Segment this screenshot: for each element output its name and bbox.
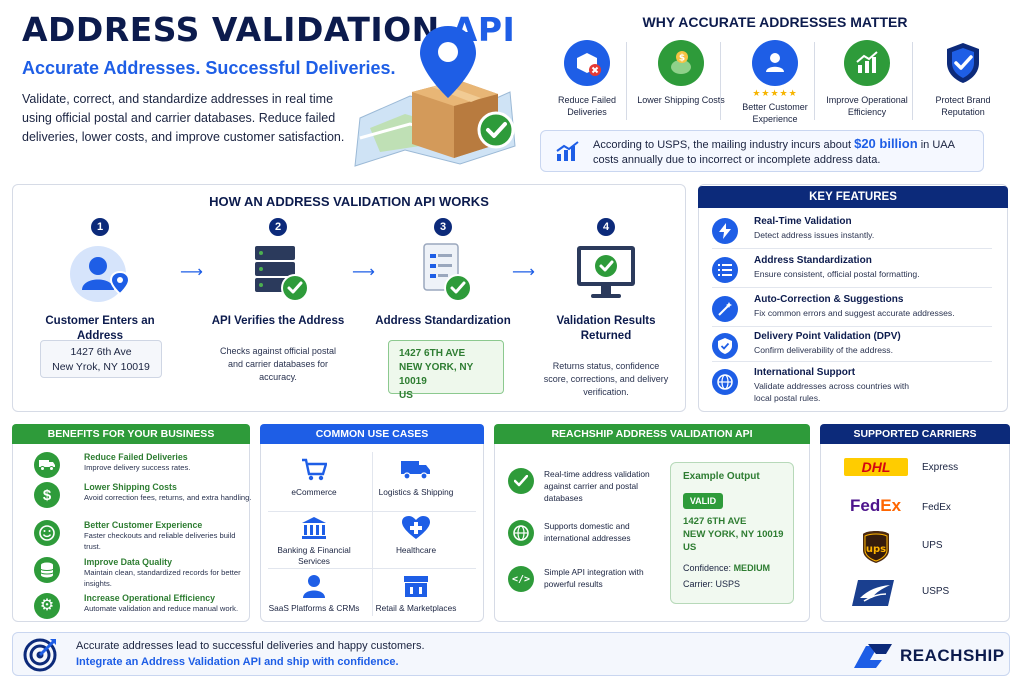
step-4: 4 Validation Results Returned Returns st… [538, 218, 674, 399]
why-item-brand-reputation: Protect Brand Reputation [916, 40, 1010, 118]
truck-icon [399, 456, 433, 484]
usps-stat-callout: According to USPS, the mailing industry … [540, 130, 984, 172]
arrow-right-icon: ⟶ [512, 264, 535, 281]
customer-location-icon [65, 242, 135, 306]
globe-icon [508, 520, 534, 546]
why-item-reduce-failed: Reduce Failed Deliveries [540, 40, 634, 118]
growth-chart-icon [844, 40, 890, 86]
use-case-saas: SaaS Platforms & CRMs [264, 572, 364, 614]
carrier-usps: USPS [836, 576, 1006, 610]
code-icon: </> [508, 566, 534, 592]
footer-banner [12, 632, 1010, 676]
customer-stars-icon [752, 40, 798, 86]
carrier-fedex: FedEx FedEx [850, 496, 951, 515]
reachship-title: REACHSHIP ADDRESS VALIDATION API [494, 424, 810, 444]
footer-line-1: Accurate addresses lead to successful de… [76, 640, 425, 652]
chart-trend-icon [556, 141, 579, 161]
use-case-ecommerce: eCommerce [264, 456, 364, 498]
how-section-title: HOW AN ADDRESS VALIDATION API WORKS [209, 194, 489, 209]
key-features-panel [698, 184, 1008, 412]
arrow-right-icon: ⟶ [352, 264, 375, 281]
target-icon [23, 638, 57, 672]
monitor-check-icon [571, 242, 641, 306]
heart-plus-icon [399, 514, 433, 542]
why-item-operational-efficiency: Improve Operational Efficiency [820, 40, 914, 118]
why-section-title: WHY ACCURATE ADDRESSES MATTER [642, 14, 908, 30]
ups-logo-icon: ups [863, 531, 889, 563]
svg-text:$: $ [679, 54, 685, 64]
globe-icon [712, 369, 738, 395]
shopping-cart-icon [297, 456, 331, 484]
dhl-logo-icon: DHL [844, 458, 908, 476]
user-icon [297, 572, 331, 600]
rating-stars-icon: ★★★★★ [752, 88, 798, 98]
standardized-address-box: 1427 6TH AVE NEW YORK, NY 10019 US [388, 340, 504, 401]
use-case-healthcare: Healthcare [366, 514, 466, 556]
reachship-logo-icon [854, 644, 892, 668]
piggy-bank-icon: $ [658, 40, 704, 86]
use-case-retail: Retail & Marketplaces [366, 572, 466, 614]
bank-icon [297, 514, 331, 542]
dollar-icon: $ [34, 482, 60, 508]
use-case-banking: Banking & Financial Services [264, 514, 364, 567]
arrow-right-icon: ⟶ [180, 264, 203, 281]
check-circle-icon [508, 468, 534, 494]
failed-delivery-icon [564, 40, 610, 86]
usps-eagle-logo-icon [852, 580, 894, 606]
confidence-row: Confidence: MEDIUM [683, 563, 771, 573]
server-check-icon [243, 242, 313, 306]
why-item-lower-costs: $ Lower Shipping Costs [634, 40, 728, 106]
benefits-title: BENEFITS FOR YOUR BUSINESS [12, 424, 250, 444]
document-check-icon [408, 242, 478, 306]
gear-icon: ⚙ [34, 593, 60, 619]
brand-name: REACHSHIP [900, 646, 1005, 665]
raw-address-box: 1427 6th Ave New Yrok, NY 10019 [40, 340, 162, 378]
shield-check-icon [712, 333, 738, 359]
carrier-ups: ups UPS [836, 530, 1006, 564]
stat-value: $20 billion [854, 136, 918, 151]
truck-icon [34, 452, 60, 478]
status-badge: VALID [683, 493, 723, 509]
page-subtitle: Accurate Addresses. Successful Deliverie… [22, 58, 396, 78]
fedex-logo-icon: FedEx [850, 496, 902, 515]
step-3: 3 Address Standardization [375, 218, 511, 329]
why-item-customer-experience: ★★★★★ Better Customer Experience [728, 40, 822, 125]
storefront-icon [399, 572, 433, 600]
intro-text: Validate, correct, and standardize addre… [22, 92, 345, 144]
lightning-icon [712, 218, 738, 244]
page-title: ADDRESS VALIDATION API [22, 10, 516, 49]
shield-check-icon [940, 40, 986, 86]
magic-wand-icon [712, 296, 738, 322]
svg-text:ups: ups [866, 544, 886, 555]
example-output-box: Example Output VALID 1427 6TH AVE NEW YO… [670, 462, 794, 604]
list-icon [712, 257, 738, 283]
step-1: 1 Customer Enters an Address [32, 218, 168, 344]
hero-map-package-illustration [354, 26, 516, 167]
smiley-icon [34, 520, 60, 546]
database-icon [34, 557, 60, 583]
step-2: 2 API Verifies the Address Checks agains… [210, 218, 346, 384]
key-features-title: KEY FEATURES [698, 186, 1008, 208]
carrier-dhl: DHL Express [836, 452, 1006, 486]
carriers-title: SUPPORTED CARRIERS [820, 424, 1010, 444]
use-case-logistics: Logistics & Shipping [366, 456, 466, 498]
footer-line-2: Integrate an Address Validation API and … [76, 656, 399, 668]
carrier-row: Carrier: USPS [683, 579, 741, 589]
use-cases-title: COMMON USE CASES [260, 424, 484, 444]
